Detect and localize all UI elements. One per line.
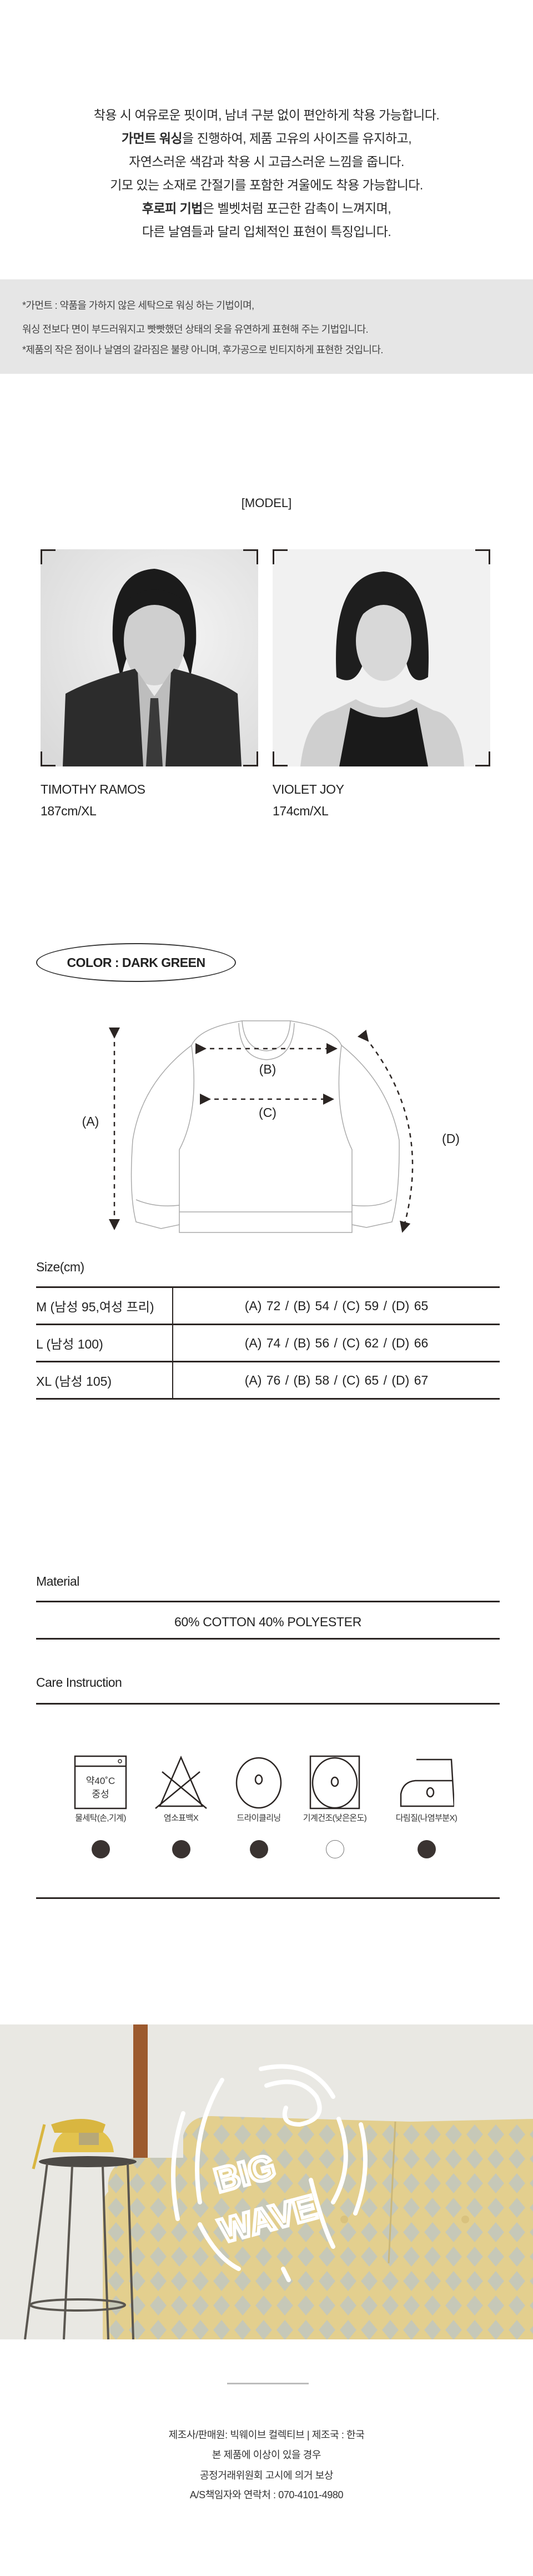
photo-frame-right: [273, 549, 490, 766]
care-label: 물세탁(손,기계): [75, 1813, 126, 1823]
size-label: XL (남성 105): [36, 1361, 173, 1400]
footer-line: 제조사/판매원: 빅웨이브 컬렉티브 | 제조국 : 한국: [168, 2429, 365, 2440]
model-spec: 187cm/XL: [41, 804, 97, 818]
label-a: (A): [82, 1114, 99, 1129]
tumble-dry-icon: [309, 1755, 360, 1810]
divider: [36, 1638, 500, 1640]
size-label: M (남성 95,여성 프리): [36, 1286, 173, 1325]
arrow-d: [357, 1029, 414, 1233]
wash-temp-text: 약40˚C: [86, 1776, 115, 1786]
model-photo-violet: [273, 549, 490, 766]
wash-tub-icon: 약40˚C 중성: [74, 1755, 127, 1810]
yellow-telephone: [32, 2119, 114, 2169]
care-label: 기계건조(낮은온도): [303, 1813, 367, 1823]
care-not-allowed-dot: [326, 1840, 344, 1858]
material-title: Material: [36, 1574, 79, 1588]
desc-line: 자연스러운 색감과 착용 시 고급스러운 느낌을 줍니다.: [0, 150, 533, 173]
sweater-outline: [130, 1020, 400, 1233]
color-badge: COLOR : DARK GREEN: [36, 943, 236, 982]
desc-line: 후로피 기법은 벨벳처럼 포근한 감촉이 느껴지며,: [0, 197, 533, 220]
model-name: VIOLET JOY: [273, 782, 344, 796]
footer-divider: [227, 2383, 309, 2384]
care-allowed-dot: [172, 1840, 190, 1858]
label-b: (B): [259, 1062, 276, 1076]
desc-line: 다른 날염들과 달리 입체적인 표현이 특징입니다.: [0, 220, 533, 243]
desc-line: 기모 있는 소재로 간절기를 포함한 겨울에도 착용 가능합니다.: [0, 173, 533, 197]
footer-line: A/S책임자와 연락처 : 070-4101-4980: [189, 2489, 344, 2500]
divider: [36, 1703, 500, 1705]
model-photo-woman: [273, 549, 490, 766]
care-allowed-dot: [418, 1840, 436, 1858]
washing-note-box: *가먼트 : 약품을 가하지 않은 세탁으로 워싱 하는 기법이며, 워싱 전보…: [0, 279, 533, 374]
care-label: 다림질(나염부분X): [395, 1813, 457, 1823]
desc-text: 은 벨벳처럼 포근한 감촉이 느껴지며,: [202, 201, 391, 215]
desc-text: 자연스러운 색감과 착용 시 고급스러운 느낌을 줍니다.: [129, 154, 404, 169]
size-label: L (남성 100): [36, 1324, 173, 1362]
care-label: 염소표백X: [163, 1813, 199, 1823]
wash-detergent-text: 중성: [92, 1789, 109, 1800]
desc-text: 기모 있는 소재로 간절기를 포함한 겨울에도 착용 가능합니다.: [110, 178, 423, 192]
model-spec: 174cm/XL: [273, 804, 329, 818]
iron-icon: [400, 1758, 454, 1807]
product-description: 착용 시 여유로운 핏이며, 남녀 구분 없이 편안하게 착용 가능합니다. 가…: [0, 103, 533, 243]
no-bleach-icon: [155, 1755, 207, 1809]
footer-line: 공정거래위원회 고시에 의거 보상: [199, 2470, 334, 2481]
material-value: 60% COTTON 40% POLYESTER: [174, 1615, 362, 1629]
size-values: (A) 72 / (B) 54 / (C) 59 / (D) 65: [173, 1286, 500, 1325]
sweater-measurement-diagram: (A) (B) (C) (D): [82, 1020, 460, 1233]
desc-line: 가먼트 워싱을 진행하여, 제품 고유의 사이즈를 유지하고,: [0, 127, 533, 150]
measure-arrows: [109, 1028, 414, 1233]
desc-bold: 가먼트 워싱: [121, 131, 183, 146]
divider: [36, 1601, 500, 1602]
care-allowed-dot: [250, 1840, 268, 1858]
model-section-title: [MODEL]: [241, 496, 292, 510]
desc-bold: 후로피 기법: [142, 201, 203, 215]
photo-frame-left: [41, 549, 258, 766]
size-table-title: Size(cm): [36, 1260, 84, 1274]
table-row: L (남성 100)(A) 74 / (B) 56 / (C) 62 / (D)…: [36, 1324, 500, 1362]
sofa-scene: BIG WAVE: [0, 2024, 533, 2339]
label-d: (D): [442, 1131, 460, 1146]
note-line: *가먼트 : 약품을 가하지 않은 세탁으로 워싱 하는 기법이며,: [22, 300, 254, 311]
model-photo-timothy: [41, 549, 258, 766]
desc-text: 다른 날염들과 달리 입체적인 표현이 특징입니다.: [142, 224, 391, 239]
side-table: [24, 2156, 137, 2339]
divider: [36, 1897, 500, 1899]
note-line: 워싱 전보다 면이 부드러워지고 빳빳했던 상태의 옷을 유연하게 표현해 주는…: [22, 324, 369, 335]
size-values: (A) 76 / (B) 58 / (C) 65 / (D) 67: [173, 1361, 500, 1400]
desc-text: 착용 시 여유로운 핏이며, 남녀 구분 없이 편안하게 착용 가능합니다.: [93, 108, 440, 122]
desc-text: 을 진행하여, 제품 고유의 사이즈를 유지하고,: [182, 131, 412, 146]
size-values: (A) 74 / (B) 56 / (C) 62 / (D) 66: [173, 1324, 500, 1362]
footer-line: 본 제품에 이상이 있을 경우: [212, 2449, 321, 2460]
table-row: M (남성 95,여성 프리)(A) 72 / (B) 54 / (C) 59 …: [36, 1286, 500, 1325]
size-table: M (남성 95,여성 프리)(A) 72 / (B) 54 / (C) 59 …: [36, 1286, 500, 1400]
care-allowed-dot: [92, 1840, 110, 1858]
care-title: Care Instruction: [36, 1675, 122, 1690]
label-c: (C): [259, 1105, 276, 1120]
brand-lifestyle-image: BIG WAVE: [0, 2024, 533, 2339]
note-line: *제품의 작은 점이나 날염의 갈라짐은 불량 아니며, 후가공으로 빈티지하게…: [22, 344, 383, 355]
desc-line: 착용 시 여유로운 핏이며, 남녀 구분 없이 편안하게 착용 가능합니다.: [0, 103, 533, 127]
table-row: XL (남성 105)(A) 76 / (B) 58 / (C) 65 / (D…: [36, 1361, 500, 1400]
dry-clean-icon: [235, 1757, 282, 1809]
model-photo-man: [41, 549, 258, 766]
model-name: TIMOTHY RAMOS: [41, 782, 145, 796]
care-label: 드라이클리닝: [237, 1813, 281, 1823]
